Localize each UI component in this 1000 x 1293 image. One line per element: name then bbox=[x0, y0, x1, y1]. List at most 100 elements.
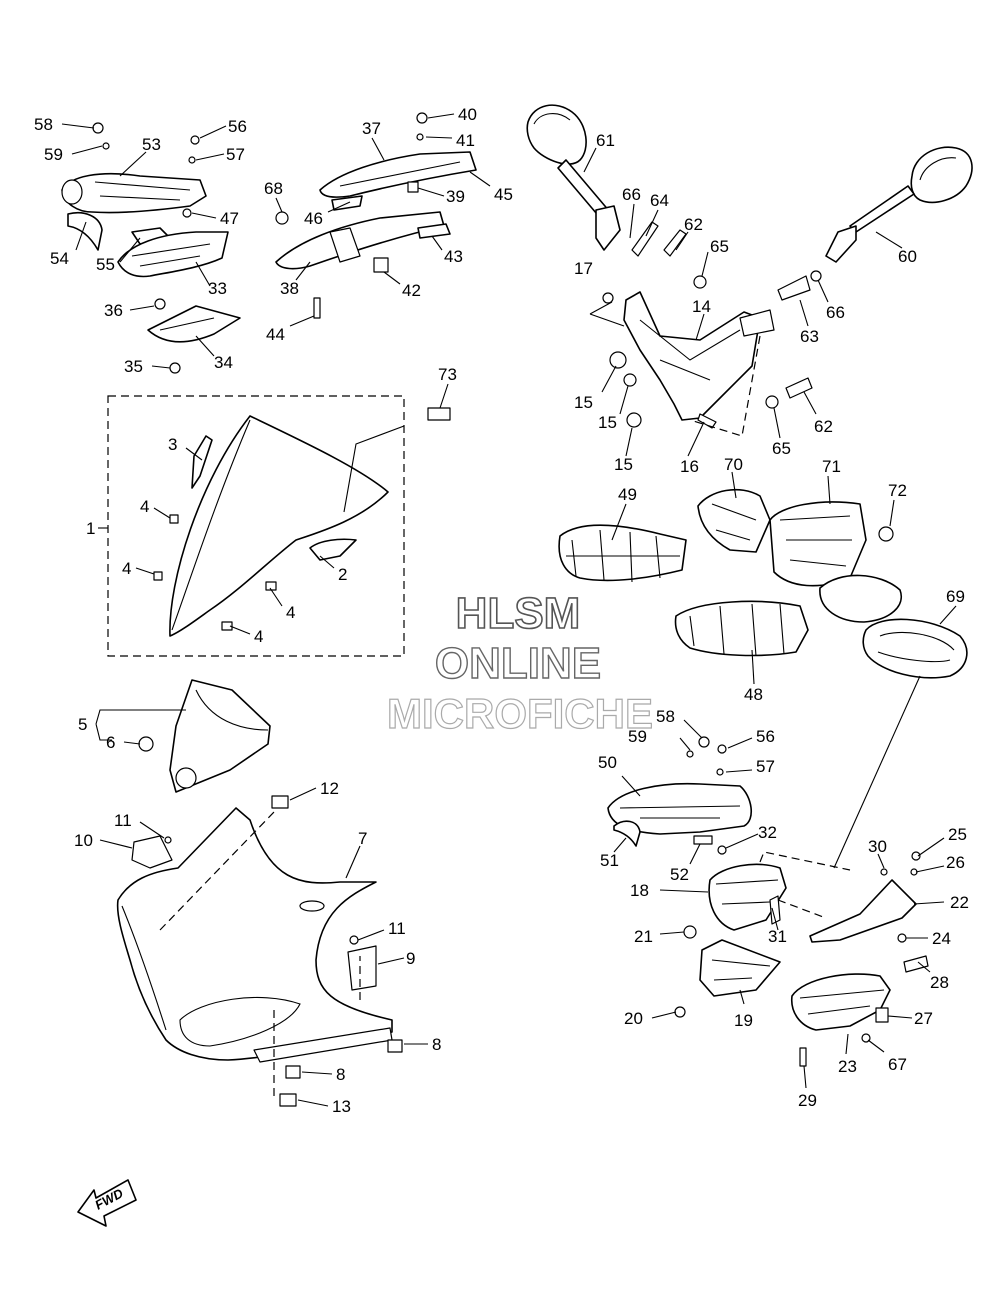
callout-56: 56 bbox=[228, 117, 247, 136]
callout-4-a: 4 bbox=[140, 497, 149, 516]
part-duct-23 bbox=[791, 955, 929, 1067]
callout-15-c: 15 bbox=[614, 455, 633, 474]
callout-72: 72 bbox=[888, 481, 907, 500]
part-inner-panel-5 bbox=[138, 679, 271, 793]
callout-11-b: 11 bbox=[388, 919, 406, 938]
callout-69: 69 bbox=[946, 587, 965, 606]
part-duct-49 bbox=[558, 524, 687, 583]
callout-60: 60 bbox=[898, 247, 917, 266]
callout-24: 24 bbox=[932, 929, 951, 948]
callout-4-c: 4 bbox=[286, 603, 295, 622]
fwd-arrow-icon: FWD bbox=[77, 1179, 137, 1227]
callout-31: 31 bbox=[768, 927, 787, 946]
callout-4-b: 4 bbox=[122, 559, 131, 578]
callout-47: 47 bbox=[220, 209, 239, 228]
watermark-line-2: ONLINE bbox=[435, 639, 601, 688]
watermark: HLSM ONLINE MICROFICHE bbox=[386, 588, 653, 737]
part-duct-50 bbox=[607, 736, 752, 855]
callout-15-b: 15 bbox=[598, 413, 617, 432]
callout-22: 22 bbox=[950, 893, 969, 912]
callout-1: 1 bbox=[86, 519, 95, 538]
callout-10: 10 bbox=[74, 831, 93, 850]
callout-17: 17 bbox=[574, 259, 593, 278]
callout-20: 20 bbox=[624, 1009, 643, 1028]
callout-58: 58 bbox=[34, 115, 53, 134]
callout-51: 51 bbox=[600, 851, 619, 870]
callout-36: 36 bbox=[104, 301, 123, 320]
callout-14: 14 bbox=[692, 297, 711, 316]
callout-65: 65 bbox=[710, 237, 729, 256]
callout-38: 38 bbox=[280, 279, 299, 298]
callout-8-b: 8 bbox=[336, 1065, 345, 1084]
callout-46: 46 bbox=[304, 209, 323, 228]
part-duct-upper-left bbox=[61, 122, 241, 374]
callout-73: 73 bbox=[438, 365, 457, 384]
callout-59: 59 bbox=[44, 145, 63, 164]
callout-33: 33 bbox=[208, 279, 227, 298]
callout-66: 66 bbox=[622, 185, 641, 204]
callout-11-a: 11 bbox=[114, 811, 132, 830]
callout-25: 25 bbox=[948, 825, 967, 844]
part-bracket-22 bbox=[759, 851, 921, 943]
callout-61: 61 bbox=[596, 131, 615, 150]
callout-9: 9 bbox=[406, 949, 415, 968]
callout-42: 42 bbox=[402, 281, 421, 300]
callout-27: 27 bbox=[914, 1009, 933, 1028]
callout-57-b: 57 bbox=[756, 757, 775, 776]
callout-59-b: 59 bbox=[628, 727, 647, 746]
callout-28: 28 bbox=[930, 973, 949, 992]
callout-21: 21 bbox=[634, 927, 653, 946]
callout-18: 18 bbox=[630, 881, 649, 900]
callout-56-b: 56 bbox=[756, 727, 775, 746]
leader-lines bbox=[61, 113, 957, 1107]
callout-63: 63 bbox=[800, 327, 819, 346]
part-mirror-right bbox=[825, 146, 973, 263]
callout-29: 29 bbox=[798, 1091, 817, 1110]
part-cowling-7 bbox=[116, 795, 403, 1107]
callout-57: 57 bbox=[226, 145, 245, 164]
callout-16: 16 bbox=[680, 457, 699, 476]
callout-45: 45 bbox=[494, 185, 513, 204]
callout-7: 7 bbox=[358, 829, 367, 848]
callout-49: 49 bbox=[618, 485, 637, 504]
callout-34: 34 bbox=[214, 353, 233, 372]
callout-71: 71 bbox=[822, 457, 841, 476]
callout-15-a: 15 bbox=[574, 393, 593, 412]
watermark-line-1: HLSM bbox=[456, 589, 581, 638]
callout-2: 2 bbox=[338, 565, 347, 584]
part-windscreen-group bbox=[107, 395, 451, 657]
part-duct-69 bbox=[862, 618, 968, 679]
callout-62: 62 bbox=[684, 215, 703, 234]
part-bracket-37-38 bbox=[275, 112, 477, 319]
callout-52: 52 bbox=[670, 865, 689, 884]
callout-54: 54 bbox=[50, 249, 69, 268]
callout-13: 13 bbox=[332, 1097, 351, 1116]
callout-23: 23 bbox=[838, 1057, 857, 1076]
callout-55: 55 bbox=[96, 255, 115, 274]
part-mirror-left bbox=[526, 104, 621, 251]
callout-68: 68 bbox=[264, 179, 283, 198]
callout-65-b: 65 bbox=[772, 439, 791, 458]
part-duct-70 bbox=[697, 488, 771, 553]
leader-69-22 bbox=[833, 675, 921, 869]
callout-48: 48 bbox=[744, 685, 763, 704]
callout-5: 5 bbox=[78, 715, 87, 734]
callout-53: 53 bbox=[142, 135, 161, 154]
callout-6: 6 bbox=[106, 733, 115, 752]
callout-70: 70 bbox=[724, 455, 743, 474]
callout-50: 50 bbox=[598, 753, 617, 772]
callout-64: 64 bbox=[650, 191, 669, 210]
callout-19: 19 bbox=[734, 1011, 753, 1030]
callout-37: 37 bbox=[362, 119, 381, 138]
part-duct-48 bbox=[674, 600, 809, 657]
callout-40: 40 bbox=[458, 105, 477, 124]
callout-labels: 58 59 53 56 57 47 54 55 33 36 34 35 40 3… bbox=[34, 105, 969, 1116]
callout-43: 43 bbox=[444, 247, 463, 266]
callout-44: 44 bbox=[266, 325, 285, 344]
callout-30: 30 bbox=[868, 837, 887, 856]
callout-35: 35 bbox=[124, 357, 143, 376]
part-stay-14 bbox=[589, 221, 822, 437]
watermark-line-3: MICROFICHE bbox=[387, 690, 653, 737]
callout-62-b: 62 bbox=[814, 417, 833, 436]
